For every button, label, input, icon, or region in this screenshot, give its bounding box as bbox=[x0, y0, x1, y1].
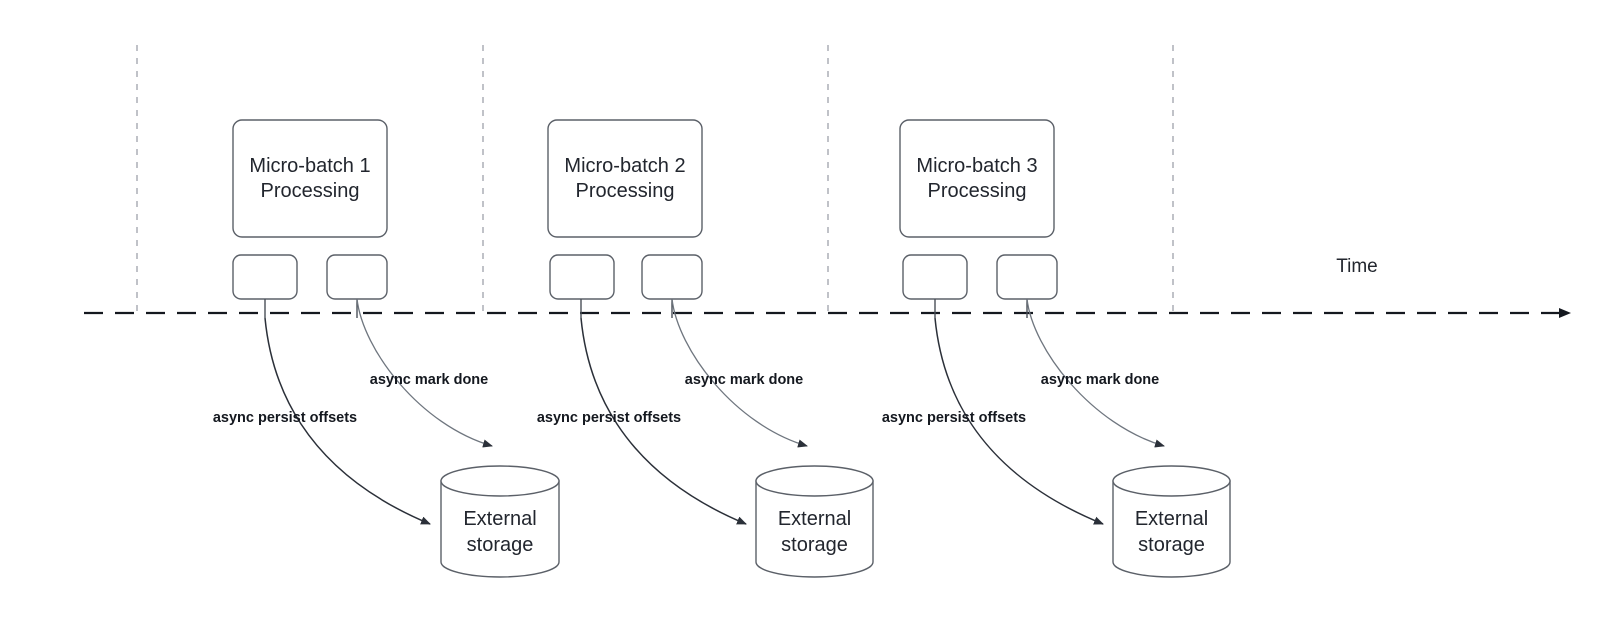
batch-box-label-line1-2: Micro-batch 2 bbox=[564, 155, 685, 177]
batch-box-label-line2-3: Processing bbox=[928, 180, 1027, 202]
edge-label-async-mark-done-2: async mark done bbox=[685, 372, 803, 388]
task-box-mark-2[interactable] bbox=[641, 254, 703, 300]
storage-label-line2-1: storage bbox=[467, 534, 534, 556]
batch-box-3[interactable] bbox=[899, 119, 1055, 238]
storage-cylinder-body-3[interactable] bbox=[1112, 480, 1231, 578]
storage-cylinder-body-1[interactable] bbox=[440, 480, 560, 578]
edge-label-async-persist-offsets-2: async persist offsets bbox=[537, 410, 681, 426]
storage-label-line1-3: External bbox=[1135, 508, 1208, 530]
edge-async-persist-offsets-1 bbox=[264, 317, 431, 525]
storage-label-line2-3: storage bbox=[1138, 534, 1205, 556]
time-axis-label: Time bbox=[1336, 256, 1378, 277]
batch-box-label-line1-1: Micro-batch 1 bbox=[249, 155, 370, 177]
edge-async-mark-done-1 bbox=[356, 298, 493, 448]
task-box-persist-2[interactable] bbox=[549, 254, 615, 300]
storage-cylinder-top-1 bbox=[440, 465, 560, 497]
edge-async-persist-offsets-3 bbox=[934, 317, 1104, 525]
batch-box-1[interactable] bbox=[232, 119, 388, 238]
task-box-mark-3[interactable] bbox=[996, 254, 1058, 300]
storage-label-line2-2: storage bbox=[781, 534, 848, 556]
edge-label-async-persist-offsets-3: async persist offsets bbox=[882, 410, 1026, 426]
storage-cylinder-top-3 bbox=[1112, 465, 1231, 497]
storage-cylinder-top-2 bbox=[755, 465, 874, 497]
edge-label-async-mark-done-1: async mark done bbox=[370, 372, 488, 388]
task-box-persist-3[interactable] bbox=[902, 254, 968, 300]
batch-box-label-line2-2: Processing bbox=[576, 180, 675, 202]
storage-label-line1-1: External bbox=[463, 508, 536, 530]
batch-box-label-line2-1: Processing bbox=[261, 180, 360, 202]
batch-box-2[interactable] bbox=[547, 119, 703, 238]
edge-async-mark-done-3 bbox=[1026, 298, 1165, 448]
storage-cylinder-body-2[interactable] bbox=[755, 480, 874, 578]
task-box-persist-1[interactable] bbox=[232, 254, 298, 300]
edge-async-persist-offsets-2 bbox=[580, 317, 747, 525]
batch-box-label-line1-3: Micro-batch 3 bbox=[916, 155, 1037, 177]
edge-async-mark-done-2 bbox=[671, 298, 808, 448]
edge-label-async-persist-offsets-1: async persist offsets bbox=[213, 410, 357, 426]
storage-label-line1-2: External bbox=[778, 508, 851, 530]
task-box-mark-1[interactable] bbox=[326, 254, 388, 300]
edge-label-async-mark-done-3: async mark done bbox=[1041, 372, 1159, 388]
